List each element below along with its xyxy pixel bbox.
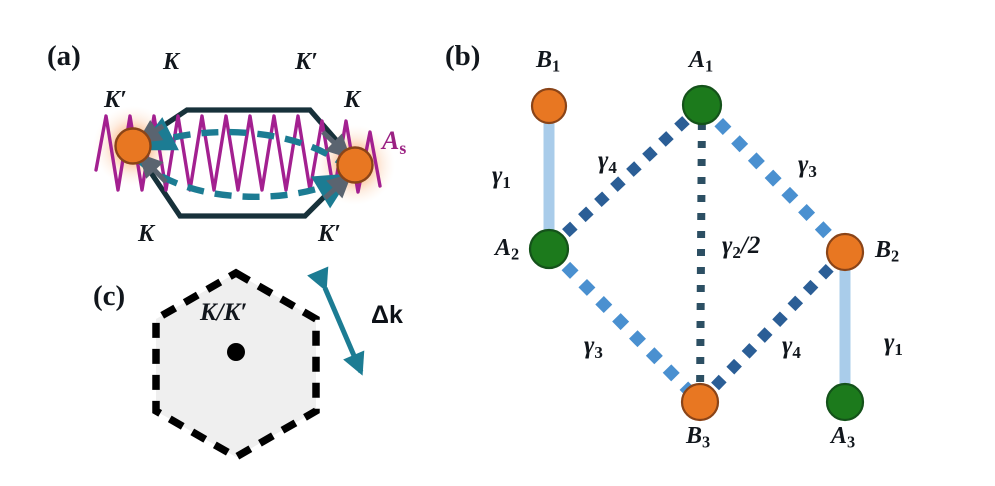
vector-potential-label: As xyxy=(382,128,406,158)
site-label-A1-sym: A xyxy=(689,47,706,73)
site-label-A3-sub: 3 xyxy=(847,432,856,452)
panel-c-tag: (c) xyxy=(93,280,126,312)
site-label-A3: A3 xyxy=(831,424,855,451)
bond-gamma3-A2-B3 xyxy=(544,244,705,407)
gamma3-upper-sym: γ xyxy=(798,151,809,178)
site-label-A2: A2 xyxy=(495,236,519,263)
gamma2-sym: γ xyxy=(722,232,733,259)
bond-gamma2-A1-B3 xyxy=(696,104,706,403)
delta-k-label: Δk xyxy=(371,301,403,329)
valley-label-top-right: K′ xyxy=(295,49,318,75)
gamma4-upper-sym: γ xyxy=(598,147,609,174)
hopping-label-gamma4-upper: γ4 xyxy=(598,148,617,176)
panel-b-graphics xyxy=(528,84,865,422)
hexagon-solid xyxy=(129,107,361,219)
site-label-B1-sub: 1 xyxy=(552,56,561,76)
zone-center-dot xyxy=(227,343,245,361)
gamma1-left-sub: 1 xyxy=(502,172,511,192)
gamma4-lower-sub: 4 xyxy=(792,342,801,362)
valley-label-left: K′ xyxy=(104,87,127,113)
node-A1 xyxy=(681,84,723,126)
panel-b-tag: (b) xyxy=(445,40,481,72)
hopping-label-gamma3-upper: γ3 xyxy=(798,152,817,180)
panel-c-graphics xyxy=(152,266,365,462)
panel-a-tag: (a) xyxy=(47,40,81,72)
gamma3-lower-sub: 3 xyxy=(594,342,603,362)
site-label-B2-sym: B xyxy=(875,237,892,263)
scatter-arrow-left-lower xyxy=(138,153,168,184)
photon-zigzag-wave xyxy=(94,114,382,194)
valley-label-bottom-left: K xyxy=(138,221,155,247)
gamma1-right-sym: γ xyxy=(884,329,895,356)
valley-node-kprime xyxy=(114,127,152,165)
hopping-label-gamma2: γ2/2 xyxy=(722,233,760,261)
site-label-B2: B2 xyxy=(875,238,899,265)
scatter-arrow-right-upper xyxy=(321,130,351,159)
bond-gamma4-B2-B3 xyxy=(696,248,849,406)
valley-label-bottom-right: K′ xyxy=(318,221,341,247)
node-B2 xyxy=(825,232,865,272)
site-label-B3-sym: B xyxy=(686,423,703,449)
site-label-A2-sub: 2 xyxy=(511,244,520,264)
gamma2-suffix: /2 xyxy=(740,232,761,259)
site-label-A1: A1 xyxy=(689,48,713,75)
hopping-label-gamma4-lower: γ4 xyxy=(782,333,801,361)
gamma3-lower-sym: γ xyxy=(584,332,595,359)
intervalley-arc-top xyxy=(137,117,353,173)
node-A2 xyxy=(528,228,570,270)
hopping-label-gamma3-lower: γ3 xyxy=(584,333,603,361)
gamma1-right-sub: 1 xyxy=(894,339,903,359)
gamma1-left-sym: γ xyxy=(492,162,503,189)
valley-node-k xyxy=(336,146,374,184)
node-A3 xyxy=(825,382,865,422)
valley-label-top-left: K xyxy=(163,49,180,75)
node-B3 xyxy=(680,382,720,422)
zone-center-label: K/K′ xyxy=(200,299,248,326)
gamma4-lower-sym: γ xyxy=(782,332,793,359)
hopping-label-gamma1-right: γ1 xyxy=(884,330,903,358)
vector-potential-symbol: A xyxy=(382,126,400,155)
scatter-arrow-left-upper xyxy=(136,120,165,144)
site-label-B3: B3 xyxy=(686,424,710,451)
intervalley-arc-bottom xyxy=(136,157,353,209)
gamma2-sub: 2 xyxy=(732,242,741,262)
gamma3-upper-sub: 3 xyxy=(808,161,817,181)
site-label-A1-sub: 1 xyxy=(705,56,714,76)
vector-potential-subscript: s xyxy=(399,137,407,158)
delta-k-arrow xyxy=(307,266,365,376)
bond-gamma4-A1-A2 xyxy=(545,100,706,254)
valley-glow-left xyxy=(93,106,173,186)
site-label-A2-sym: A xyxy=(495,235,512,261)
valley-label-right: K xyxy=(344,87,361,113)
panel-a-graphics xyxy=(93,106,395,219)
site-label-B1: B1 xyxy=(536,48,560,75)
bond-gamma3-A1-B2 xyxy=(697,100,850,257)
site-label-A3-sym: A xyxy=(831,423,848,449)
hopping-label-gamma1-left: γ1 xyxy=(492,163,511,191)
node-B1 xyxy=(530,87,568,125)
site-label-B2-sub: 2 xyxy=(891,246,900,266)
site-label-B3-sub: 3 xyxy=(702,432,711,452)
scatter-arrow-right-lower xyxy=(323,173,352,200)
gamma4-upper-sub: 4 xyxy=(608,157,617,177)
site-label-B1-sym: B xyxy=(536,47,553,73)
